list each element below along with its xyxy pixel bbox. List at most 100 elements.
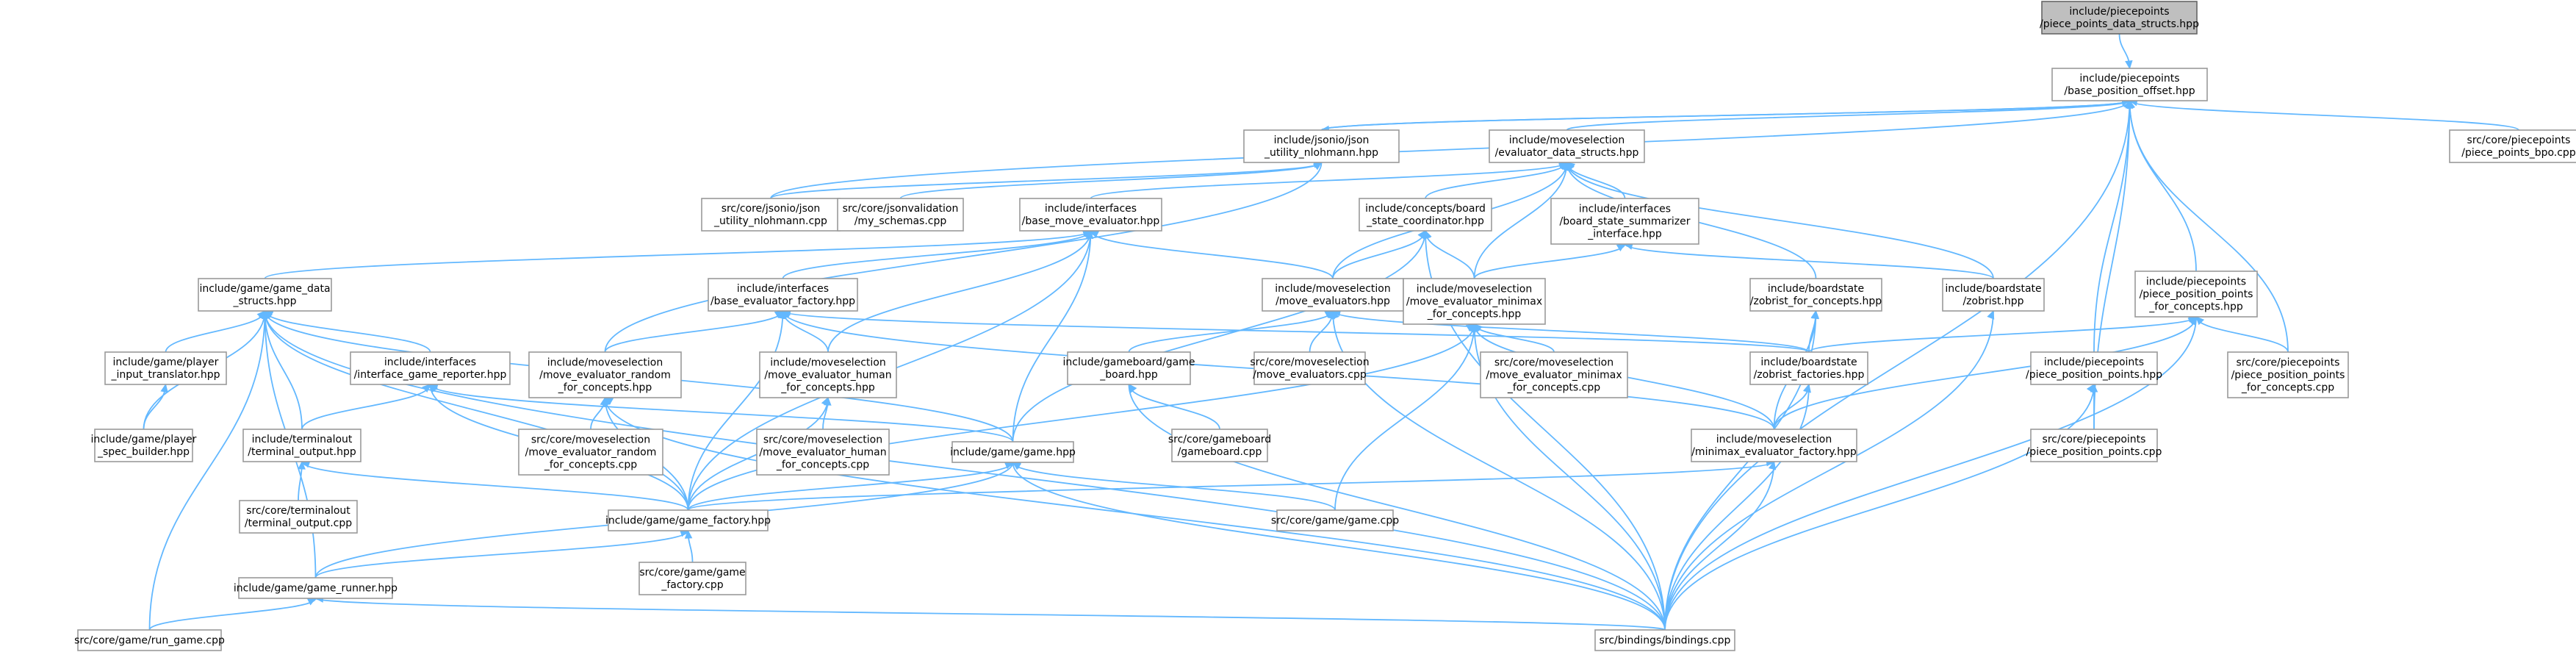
edge-line [2195, 316, 2289, 353]
file-node-label: /my_schemas.cpp [855, 215, 947, 227]
file-node-box [1067, 351, 1191, 385]
file-node[interactable]: include/piecepoints/piece_position_point… [2026, 351, 2162, 385]
edge-line [165, 310, 266, 353]
edge-arrowhead [1566, 162, 1576, 171]
file-node-label: _spec_builder.hpp [97, 446, 190, 458]
file-node-label: _for_concepts.cpp [776, 459, 869, 471]
file-node[interactable]: include/boardstate/zobrist_factories.hpp [1749, 351, 1868, 385]
file-node[interactable]: include/game/game.hpp [950, 441, 1076, 463]
file-node[interactable]: src/core/jsonvalidation/my_schemas.cpp [837, 198, 964, 232]
file-node[interactable]: include/game/game_factory.hpp [605, 509, 771, 531]
file-node-label: /piece_points_data_structs.hpp [2040, 18, 2199, 30]
file-node-label: _utility_nlohmann.hpp [1264, 147, 1378, 159]
file-node[interactable]: src/core/moveselection/move_evaluator_mi… [1480, 351, 1628, 398]
file-node[interactable]: include/game/game_runner.hpp [234, 577, 397, 599]
file-node[interactable]: include/piecepoints/base_position_offset… [2051, 68, 2208, 101]
file-node[interactable]: include/terminalout/terminal_output.hpp [242, 429, 361, 462]
edge-line [1566, 100, 2131, 131]
file-node[interactable]: include/gameboard/game_board.hpp [1062, 351, 1195, 385]
edge-arrowhead [1768, 460, 1777, 470]
file-node[interactable]: include/interfaces/base_move_evaluator.h… [1019, 198, 1162, 232]
file-node[interactable]: include/interfaces/base_evaluator_factor… [708, 278, 858, 312]
file-node[interactable]: include/moveselection/move_evaluator_ran… [528, 351, 682, 398]
edge-line [264, 230, 1092, 279]
edge-n9-n13 [1473, 243, 1626, 279]
file-node[interactable]: src/bindings/bindings.cpp [1594, 629, 1735, 651]
file-node[interactable]: src/core/game/game.cpp [1271, 509, 1399, 531]
edge-line [1012, 462, 1336, 511]
file-node[interactable]: src/core/moveselection/move_evaluator_ra… [518, 429, 663, 476]
edge-n1-n0 [2118, 33, 2133, 70]
file-node-label: /base_move_evaluator.hpp [1022, 215, 1160, 227]
edge-arrowhead [1012, 462, 1022, 470]
file-node-label: include/piecepoints [2079, 73, 2179, 85]
file-node-label: src/core/terminalout [246, 505, 350, 517]
file-node[interactable]: include/jsonio/json_utility_nlohmann.hpp [1243, 129, 1400, 163]
edge-n1-n16 [2126, 99, 2197, 272]
file-node-label: _for_concepts.hpp [1427, 309, 1522, 320]
file-node-label: /piece_position_points [2140, 289, 2253, 301]
file-node[interactable]: src/core/terminalout/terminal_output.cpp [239, 500, 358, 534]
file-node[interactable]: include/piecepoints/piece_position_point… [2134, 271, 2258, 318]
edge-arrowhead [684, 529, 693, 539]
file-node[interactable]: include/interfaces/interface_game_report… [350, 351, 511, 385]
edge-arrowhead [2125, 60, 2133, 70]
edge-line [1090, 230, 1334, 279]
file-node[interactable]: include/interfaces/board_state_summarize… [1550, 198, 1699, 245]
file-node[interactable]: src/core/game/game_factory.cpp [638, 562, 746, 595]
file-node-box [1243, 129, 1400, 163]
edge-arrowhead [2188, 315, 2197, 326]
file-node[interactable]: src/core/moveselection/move_evaluator_hu… [756, 429, 890, 476]
file-node-label: _structs.hpp [233, 295, 297, 307]
file-node-label: /terminal_output.hpp [248, 446, 356, 458]
edge-arrowhead [422, 384, 431, 393]
file-node[interactable]: include/moveselection/move_evaluator_min… [1403, 278, 1546, 325]
file-node[interactable]: src/core/piecepoints/piece_position_poin… [2227, 351, 2349, 398]
file-node-label: /piece_position_points.hpp [2026, 369, 2162, 381]
file-node-label: src/core/gameboard [1168, 434, 1271, 445]
file-node[interactable]: include/game/player_input_translator.hpp [104, 351, 227, 385]
file-node[interactable]: include/moveselection/move_evaluators.hp… [1262, 278, 1404, 312]
file-node[interactable]: src/core/piecepoints/piece_points_bpo.cp… [2449, 129, 2576, 163]
file-node[interactable]: include/boardstate/zobrist_for_concepts.… [1749, 278, 1882, 312]
edge-line [1012, 462, 1666, 631]
file-node[interactable]: include/game/player_spec_builder.hpp [91, 429, 197, 462]
edge-n18-n28 [301, 384, 431, 430]
file-node[interactable]: src/core/jsonio/json_utility_nlohmann.cp… [701, 198, 841, 232]
file-node[interactable]: src/core/game/run_game.cpp [74, 629, 225, 651]
file-node-label: src/core/piecepoints [2237, 357, 2340, 369]
edge-line [264, 310, 431, 353]
file-node[interactable]: include/moveselection/evaluator_data_str… [1489, 129, 1645, 163]
file-node[interactable]: include/piecepoints/piece_points_data_st… [2040, 1, 2199, 35]
file-node[interactable]: include/moveselection/minimax_evaluator_… [1691, 429, 1857, 462]
edge-line [1332, 310, 1810, 353]
file-node[interactable]: include/game/game_data_structs.hpp [198, 278, 332, 312]
edge-n39-n40 [148, 598, 317, 631]
file-node-label: src/core/jsonio/json [722, 203, 821, 215]
edge-arrowhead [160, 383, 168, 393]
edge-line [1624, 243, 1994, 279]
edge-line [782, 230, 1092, 279]
file-node[interactable]: src/core/piecepoints/piece_position_poin… [2026, 429, 2162, 462]
file-node[interactable]: src/core/moveselection/move_evaluators.c… [1250, 351, 1370, 385]
file-node-label: include/interfaces [1579, 204, 1671, 215]
file-node-label: include/terminalout [252, 434, 353, 445]
edge-n32-n37 [1012, 462, 1336, 511]
file-node[interactable]: include/concepts/board_state_coordinator… [1359, 198, 1492, 232]
edge-line [827, 230, 1092, 353]
edge-line [604, 162, 1323, 353]
file-node-label: /base_position_offset.hpp [2064, 85, 2195, 97]
file-node-label: /piece_position_points [2231, 370, 2345, 381]
file-node[interactable]: include/boardstate/zobrist.hpp [1942, 278, 2045, 312]
edge-line [1664, 310, 1994, 631]
file-node-label: include/game/game_runner.hpp [234, 583, 397, 595]
file-node-label: include/piecepoints [2069, 6, 2169, 18]
edge-n2-n19 [604, 162, 1323, 353]
file-node-label: _utility_nlohmann.cpp [713, 215, 827, 227]
file-node[interactable]: src/core/gameboard/gameboard.cpp [1168, 429, 1271, 462]
file-node-box [708, 278, 858, 312]
file-node[interactable]: include/moveselection/move_evaluator_hum… [759, 351, 897, 398]
edge-n15-n41 [1664, 309, 1995, 631]
file-node-box [528, 351, 682, 398]
file-node-box [1019, 198, 1162, 232]
